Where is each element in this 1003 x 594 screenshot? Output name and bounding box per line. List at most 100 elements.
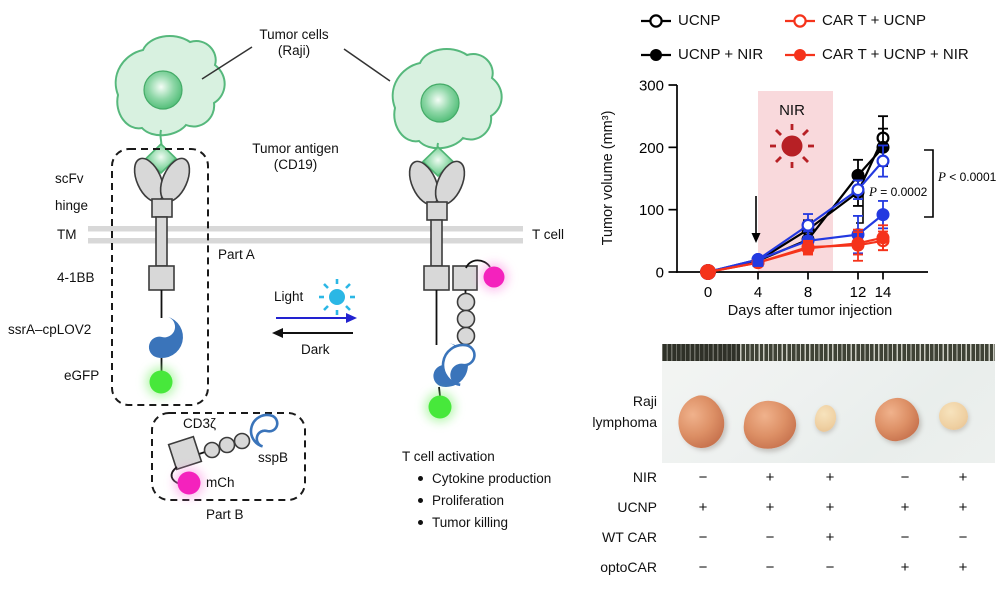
condition-cell: − (900, 529, 910, 546)
y-tick-label: 100 (639, 202, 664, 219)
day4-square-marker (752, 255, 764, 267)
egfp-icon (149, 370, 173, 394)
data-point (700, 264, 716, 280)
part-b-dashed-box (151, 412, 306, 501)
chart-xlabel: Days after tumor injection (727, 303, 893, 319)
legend-item-ucnp: UCNP (641, 12, 721, 29)
condition-cell: − (958, 529, 968, 546)
condition-row-label: UCNP (617, 499, 657, 515)
optocar-light-state (408, 160, 491, 346)
light-arrow-icon (276, 313, 357, 323)
legend-item-cart-ucnp-nir: CAR T + UCNP + NIR (785, 46, 969, 63)
filled-circle-marker-icon (785, 48, 815, 61)
filled-circle-marker-icon (641, 48, 671, 61)
condition-cell: − (825, 559, 835, 576)
pointer-line-left (201, 46, 253, 80)
ssra-cplov2-label: ssrA–cpLOV2 (8, 322, 92, 337)
condition-cell: + (765, 469, 775, 486)
tumor-specimen-3 (813, 403, 838, 434)
data-point (851, 168, 865, 182)
condition-cell: + (958, 559, 968, 576)
activation-bullet-3: Tumor killing (418, 515, 508, 530)
tumor-specimen-5 (939, 402, 968, 430)
condition-cell: − (698, 469, 708, 486)
p-bracket-2 (924, 149, 934, 218)
condition-cell: + (958, 499, 968, 516)
p-value-1: P = 0.0002 (869, 184, 928, 199)
legend-item-ucnp-nir: UCNP + NIR (641, 46, 763, 63)
cplov2-domain-icon (148, 316, 183, 358)
tumor-cells-label: Tumor cells (Raji) (259, 27, 329, 58)
data-point (851, 236, 865, 250)
chart-ylabel: Tumor volume (mm³) (600, 110, 616, 246)
bullet-dot (418, 475, 423, 481)
light-sun-icon (319, 279, 355, 315)
activation-bullet-2: Proliferation (418, 493, 504, 508)
optocar-dark-state (133, 157, 191, 371)
dark-label: Dark (301, 342, 330, 357)
data-point (876, 231, 890, 245)
scfv-label: scFv (55, 171, 84, 186)
condition-cell: − (698, 559, 708, 576)
condition-cell: − (900, 469, 910, 486)
condition-cell: + (698, 499, 708, 516)
condition-cell: + (958, 469, 968, 486)
nir-sun-icon (770, 124, 814, 168)
bullet-dot (418, 497, 423, 503)
nir-band (758, 91, 833, 271)
x-tick-label: 14 (875, 284, 892, 301)
part-a-dashed-box (111, 148, 209, 406)
condition-cell: + (825, 499, 835, 516)
data-point (851, 183, 865, 197)
cell-membrane (88, 226, 523, 244)
y-tick-label: 0 (656, 265, 664, 282)
x-tick-label: 0 (704, 284, 712, 301)
condition-cell: + (900, 499, 910, 516)
data-point (876, 154, 890, 168)
bullet-dot (418, 519, 423, 525)
nir-band-label: NIR (779, 102, 805, 119)
egfp-icon (428, 395, 452, 419)
x-tick-label: 12 (850, 284, 867, 301)
p-value-2: P < 0.0001 (938, 169, 997, 184)
sspb-domain-icon (249, 413, 279, 448)
costim-label: 4-1BB (57, 270, 95, 285)
condition-cell: + (765, 499, 775, 516)
y-tick-label: 300 (639, 78, 664, 95)
left-diagram-graphic (88, 35, 523, 501)
y-tick-label: 200 (639, 140, 664, 157)
mch-icon (177, 471, 201, 495)
data-point (876, 208, 890, 222)
tumor-specimen-1 (671, 390, 731, 454)
egfp-label: eGFP (64, 368, 100, 383)
tumor-photo (662, 344, 995, 463)
cd3z-label: CD3ζ (183, 416, 216, 431)
activation-bullet-1: Cytokine production (418, 471, 551, 486)
dark-arrow-icon (272, 328, 353, 338)
hinge-label: hinge (55, 198, 89, 213)
tumor-specimen-4 (872, 395, 922, 444)
photo-label: Raji lymphoma (592, 393, 657, 430)
part-b-chain (167, 413, 279, 485)
condition-row-label: optoCAR (600, 559, 657, 575)
mch-label: mCh (206, 475, 235, 490)
condition-cell: + (900, 559, 910, 576)
t-cell-activation-title: T cell activation (402, 449, 495, 464)
condition-cell: − (698, 529, 708, 546)
condition-cell: − (765, 559, 775, 576)
open-circle-marker-icon (785, 13, 815, 28)
data-point (801, 218, 815, 232)
t-cell-label: T cell (532, 227, 565, 242)
tumor-specimen-2 (741, 398, 799, 452)
mch-icon (483, 266, 505, 288)
cplov2-sspb-bound-pair (433, 343, 476, 397)
condition-cell: + (825, 529, 835, 546)
condition-row-label: NIR (632, 469, 657, 485)
light-label: Light (274, 289, 304, 304)
tumor-cell-2 (391, 48, 503, 165)
x-tick-label: 8 (804, 284, 812, 301)
condition-cell: − (765, 529, 775, 546)
pointer-line-right (343, 48, 391, 82)
